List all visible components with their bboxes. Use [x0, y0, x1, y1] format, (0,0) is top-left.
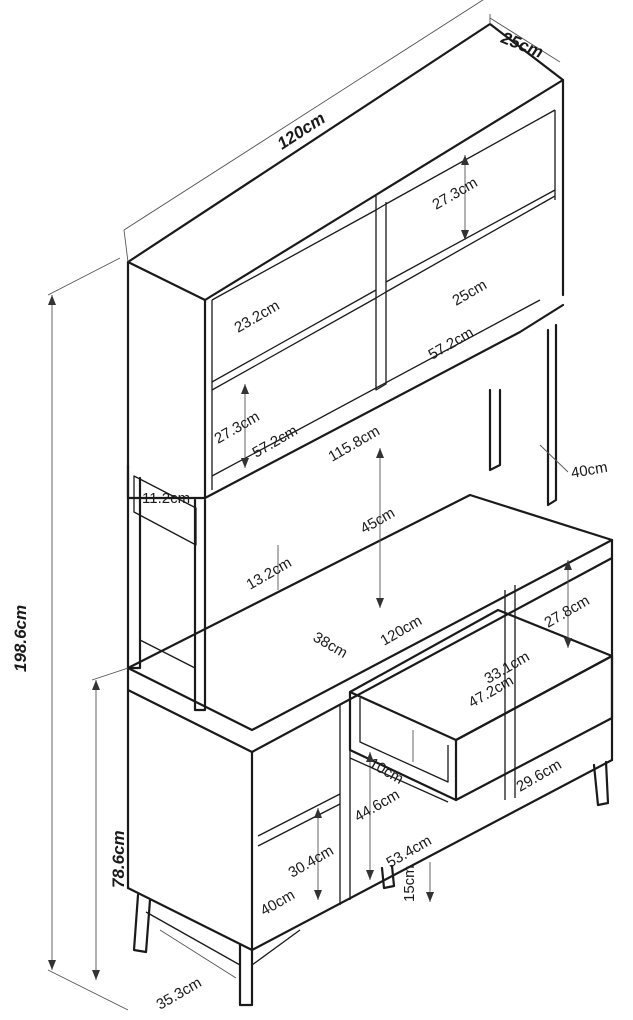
- label-left-bottom-depth: 35.3cm: [154, 974, 205, 1013]
- arrow-heads: [48, 155, 572, 980]
- label-worktop-depth: 38cm: [310, 629, 350, 662]
- label-shelf-width-upper-right: 57.2cm: [426, 324, 477, 363]
- label-shelf-width-upper-left: 57.2cm: [250, 422, 301, 461]
- label-left-compartment-depth: 40cm: [258, 886, 298, 919]
- label-total-height: 198.6cm: [11, 605, 30, 672]
- label-shelf-depth-upper-left: 23.2cm: [232, 297, 283, 336]
- label-leg-height: 15cm: [401, 865, 418, 902]
- label-side-depth: 40cm: [570, 459, 609, 482]
- metal-frame: [126, 323, 558, 712]
- label-base-height: 78.6cm: [109, 830, 128, 888]
- label-right-compartment-height: 27.8cm: [542, 592, 593, 631]
- label-shelf-height-upper-left: 27.3cm: [212, 408, 263, 447]
- label-top-width: 120cm: [274, 109, 329, 154]
- base-cabinet: [126, 493, 614, 1007]
- label-top-depth: 25cm: [498, 28, 546, 62]
- label-shelf-height-upper-right: 27.3cm: [430, 174, 481, 213]
- label-worktop-width: 120cm: [378, 612, 425, 649]
- label-left-shelf-height: 30.4cm: [286, 842, 337, 881]
- dimension-labels: 25cm 120cm 27.3cm 23.2cm 25cm 57.2cm 27.…: [11, 28, 609, 1014]
- dimension-lines: [47, 0, 569, 1011]
- hutch-cabinet: [126, 22, 565, 500]
- label-opening-height: 45cm: [358, 504, 398, 537]
- label-side-box-height: 11.2cm: [142, 490, 190, 507]
- label-shelf-depth-upper-right: 25cm: [450, 276, 490, 309]
- label-middle-height: 44.6cm: [352, 786, 403, 825]
